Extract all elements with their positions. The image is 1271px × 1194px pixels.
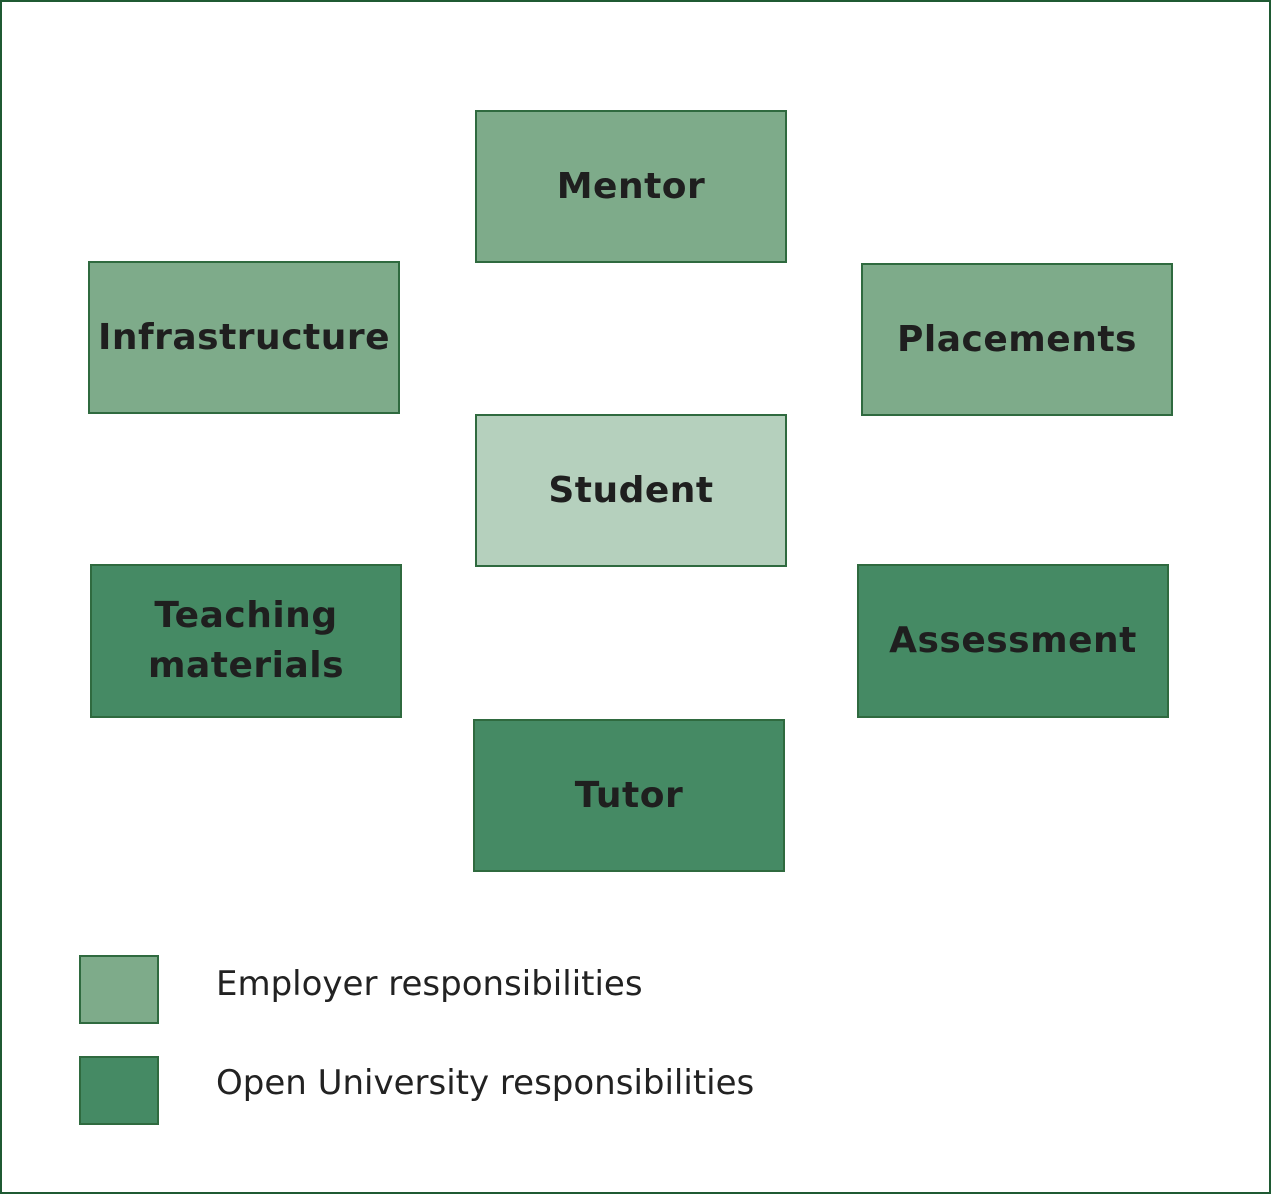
infrastructure-box: Infrastructure — [88, 261, 400, 414]
teaching-materials-box: Teaching materials — [90, 564, 402, 718]
assessment-box: Assessment — [857, 564, 1169, 718]
legend-swatch-open-university — [79, 1056, 159, 1125]
placements-box: Placements — [861, 263, 1173, 416]
legend-label-open-university: Open University responsibilities — [216, 1063, 755, 1103]
legend-label-employer: Employer responsibilities — [216, 964, 643, 1004]
mentor-box: Mentor — [475, 110, 787, 263]
tutor-box: Tutor — [473, 719, 785, 872]
student-box: Student — [475, 414, 787, 567]
legend-swatch-employer — [79, 955, 159, 1024]
